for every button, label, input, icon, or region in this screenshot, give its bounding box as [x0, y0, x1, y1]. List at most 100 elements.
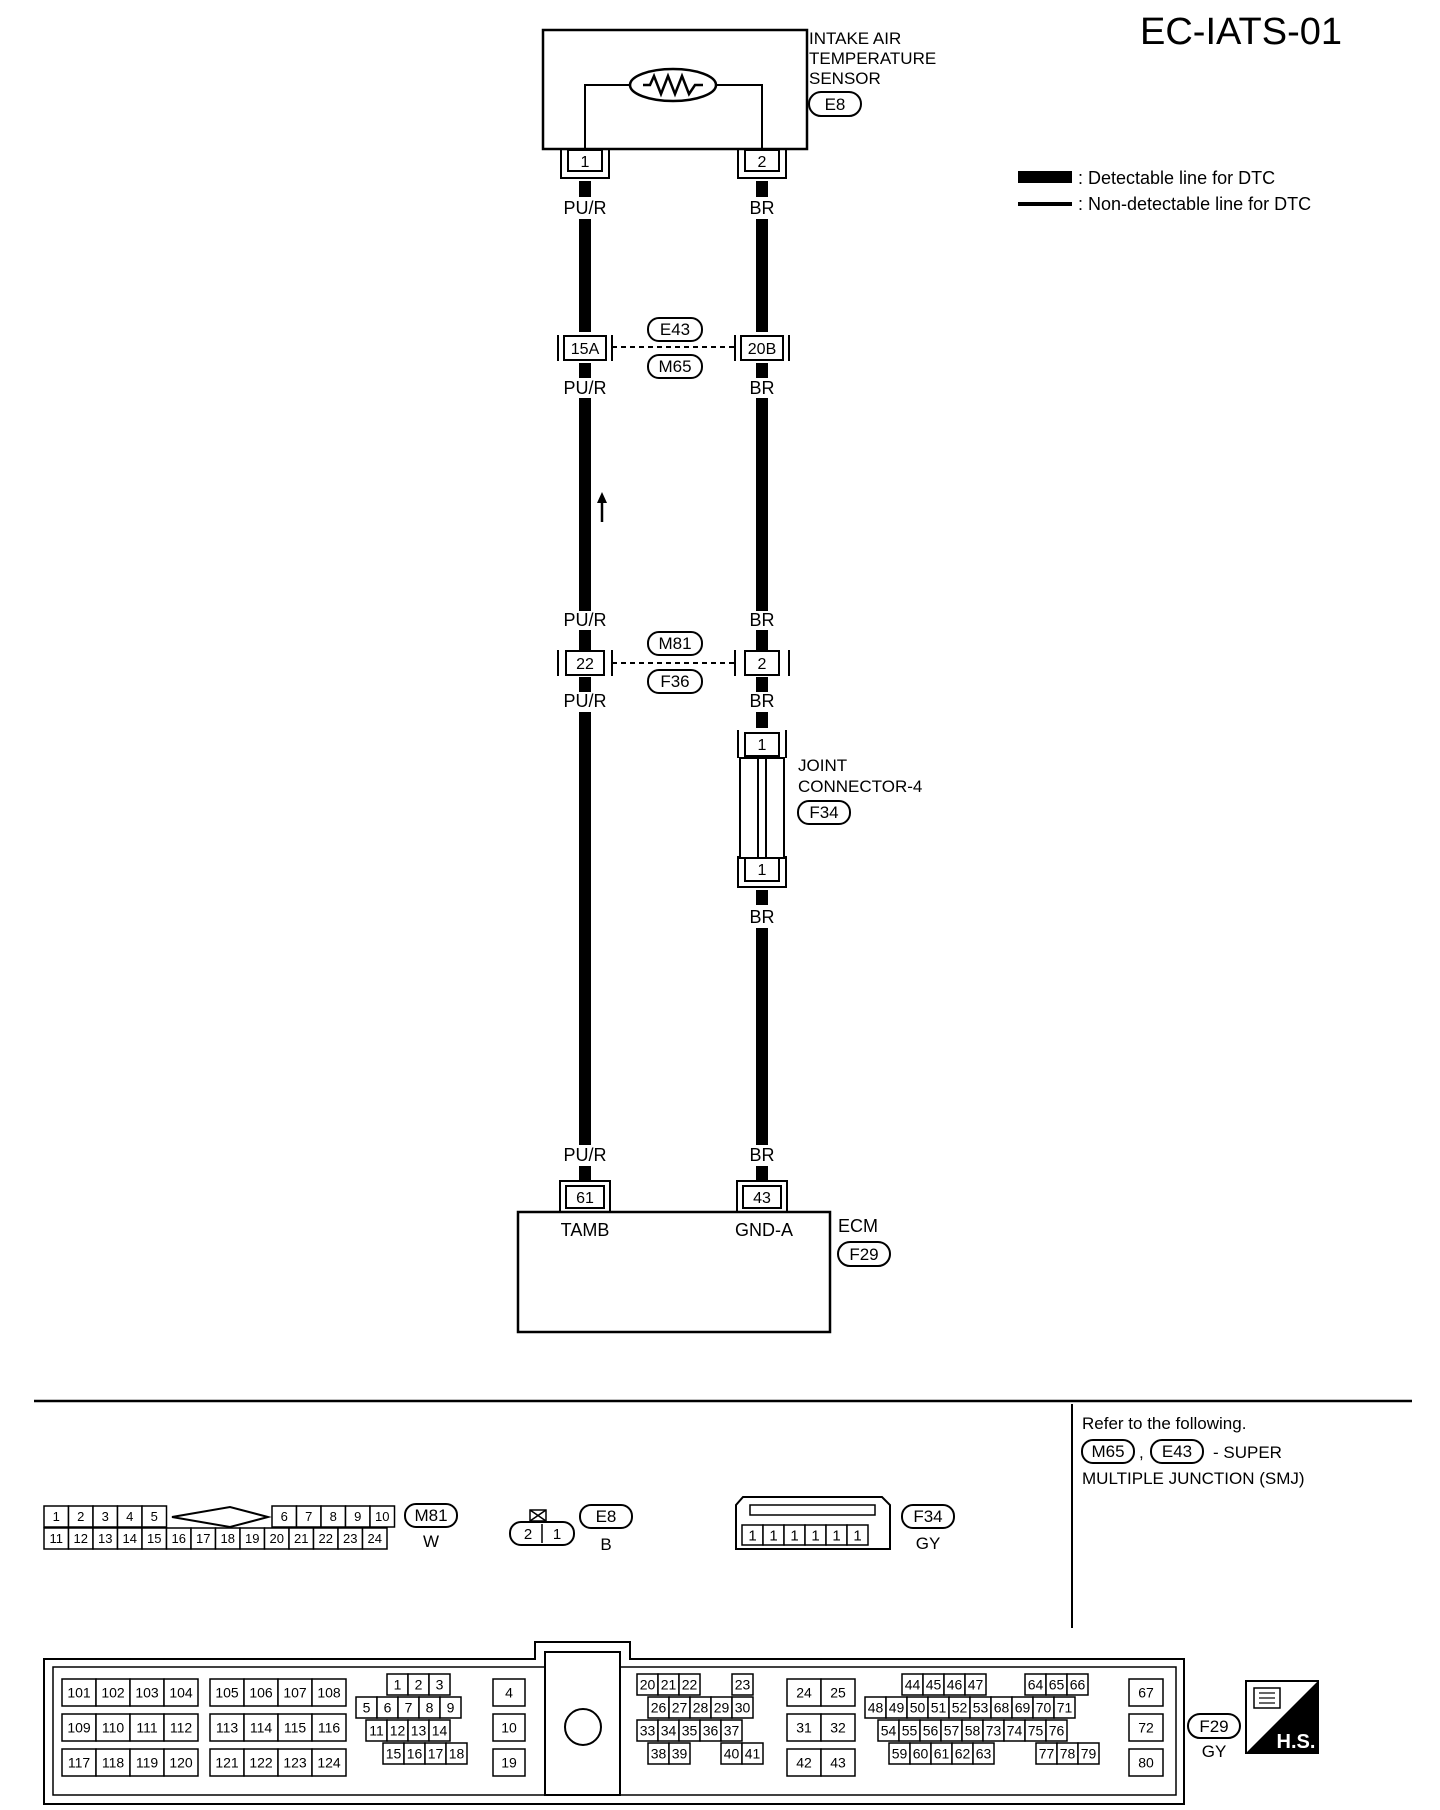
- sensor-connector-id: E8: [825, 95, 846, 114]
- legend-detectable-swatch: [1018, 171, 1072, 183]
- refer-line-1: Refer to the following.: [1082, 1414, 1246, 1433]
- pin-number: 116: [318, 1720, 341, 1736]
- pin-number: 4: [126, 1509, 133, 1524]
- wire-left-seg2: [579, 219, 591, 332]
- wire-color-right-1: BR: [749, 198, 774, 218]
- pin-number: 12: [74, 1531, 88, 1546]
- junction-e43-m65: 15A 20B E43 M65: [557, 317, 790, 379]
- pin-number: 102: [101, 1685, 125, 1701]
- sensor-connector-badge: [808, 91, 862, 117]
- pin-number: 62: [955, 1746, 971, 1762]
- pin-number: 23: [735, 1677, 751, 1693]
- pin-number: 104: [169, 1685, 193, 1701]
- pin-number: 74: [1007, 1723, 1023, 1739]
- pin-cell: [95, 1713, 131, 1742]
- pin-number: 7: [305, 1509, 312, 1524]
- pin-number: 33: [640, 1723, 656, 1739]
- pin-number: 77: [1039, 1746, 1055, 1762]
- junction2-right-pin: 2: [758, 656, 767, 673]
- ecm-pin-right-bracket: [736, 1180, 788, 1212]
- pin-number: 21: [661, 1677, 677, 1693]
- joint-name-line-2: CONNECTOR-4: [798, 777, 922, 796]
- pin-number: 109: [67, 1720, 91, 1736]
- pin-number: 79: [1081, 1746, 1097, 1762]
- f29-id: F29: [1199, 1717, 1228, 1736]
- junction2-connector-top-badge: [647, 631, 703, 656]
- pin-number: 36: [703, 1723, 719, 1739]
- pin-number: 11: [369, 1723, 384, 1739]
- pin-cell: [492, 1713, 526, 1742]
- harness-side-symbol: H.S.: [1245, 1680, 1319, 1754]
- wire-left-seg6: [579, 677, 591, 692]
- pin-number: 37: [724, 1723, 740, 1739]
- pin-cell: [786, 1748, 822, 1777]
- pin-number: 2: [77, 1509, 84, 1524]
- pin-number: 124: [317, 1755, 341, 1771]
- refer-conn-b: E43: [1162, 1442, 1192, 1461]
- refer-text-a: - SUPER: [1213, 1443, 1282, 1462]
- legend: : Detectable line for DTC : Non-detectab…: [1018, 168, 1311, 214]
- sensor-pin-2: 2: [758, 154, 767, 171]
- pin-cell: [1128, 1678, 1164, 1707]
- wire-right-seg5: [756, 630, 768, 650]
- pin-cell: [428, 1673, 451, 1696]
- ecm-pin-right: 43: [753, 1190, 771, 1207]
- junction2-connector-top: M81: [658, 634, 691, 653]
- pin-number: 28: [693, 1700, 709, 1716]
- wire-right-seg6: [756, 677, 768, 692]
- pin-number: 115: [284, 1720, 307, 1736]
- pin-number: 29: [714, 1700, 730, 1716]
- pin-number: 3: [436, 1677, 444, 1693]
- pin-number: 112: [170, 1720, 193, 1736]
- pin-number: 17: [428, 1746, 444, 1762]
- pin-number: 60: [913, 1746, 929, 1762]
- joint-bottom-pin-box: [744, 857, 780, 882]
- wire-left-seg1: [579, 181, 591, 197]
- pin-cell: [846, 1524, 869, 1546]
- pin-number: 5: [151, 1509, 158, 1524]
- pin-number: 49: [889, 1700, 905, 1716]
- pin-cell: [95, 1748, 131, 1777]
- joint-connector-4: 1 1 JOINT CONNECTOR-4 F34: [737, 730, 922, 888]
- pin-number: 2: [415, 1677, 423, 1693]
- joint-bottom-bracket: [737, 856, 787, 888]
- pin-number: 65: [1049, 1677, 1065, 1693]
- pin-cell: [731, 1696, 754, 1719]
- wire-right-seg8: [756, 890, 768, 905]
- wire-right-seg1: [756, 181, 768, 197]
- refer-conn-b-badge: [1150, 1439, 1204, 1464]
- sensor-pin-1-box: [567, 149, 603, 172]
- pin-number: 107: [283, 1685, 307, 1701]
- m81-id: M81: [414, 1506, 447, 1525]
- e8-id: E8: [596, 1507, 617, 1526]
- pin-number: 32: [830, 1720, 846, 1736]
- wires: [579, 181, 768, 1182]
- pin-cell: [731, 1673, 754, 1696]
- pin-cell: [277, 1713, 313, 1742]
- pin-number: 25: [830, 1685, 846, 1701]
- pin-number: 114: [250, 1720, 273, 1736]
- pin-number: 20: [270, 1531, 284, 1546]
- joint-name-line-1: JOINT: [798, 756, 847, 775]
- wire-left-seg8: [579, 1166, 591, 1182]
- junction1-connector-bottom: M65: [658, 357, 691, 376]
- wire-left-seg3: [579, 363, 591, 378]
- sensor-pin-1: 1: [581, 154, 590, 171]
- pin-cell: [1045, 1719, 1068, 1742]
- pin-number: 47: [968, 1677, 984, 1693]
- pin-cell: [361, 1527, 388, 1550]
- joint-top-pin-box: [744, 732, 780, 757]
- pin-number: 19: [501, 1755, 517, 1771]
- pin-number: 5: [363, 1700, 371, 1716]
- e8-pin-b: 1: [553, 1526, 561, 1543]
- ecm-terminal-left: TAMB: [561, 1220, 610, 1240]
- sensor-box: [541, 28, 809, 151]
- pin-number: 1: [811, 1527, 819, 1544]
- wire-color-left-2: PU/R: [563, 378, 606, 398]
- pin-number: 22: [319, 1531, 333, 1546]
